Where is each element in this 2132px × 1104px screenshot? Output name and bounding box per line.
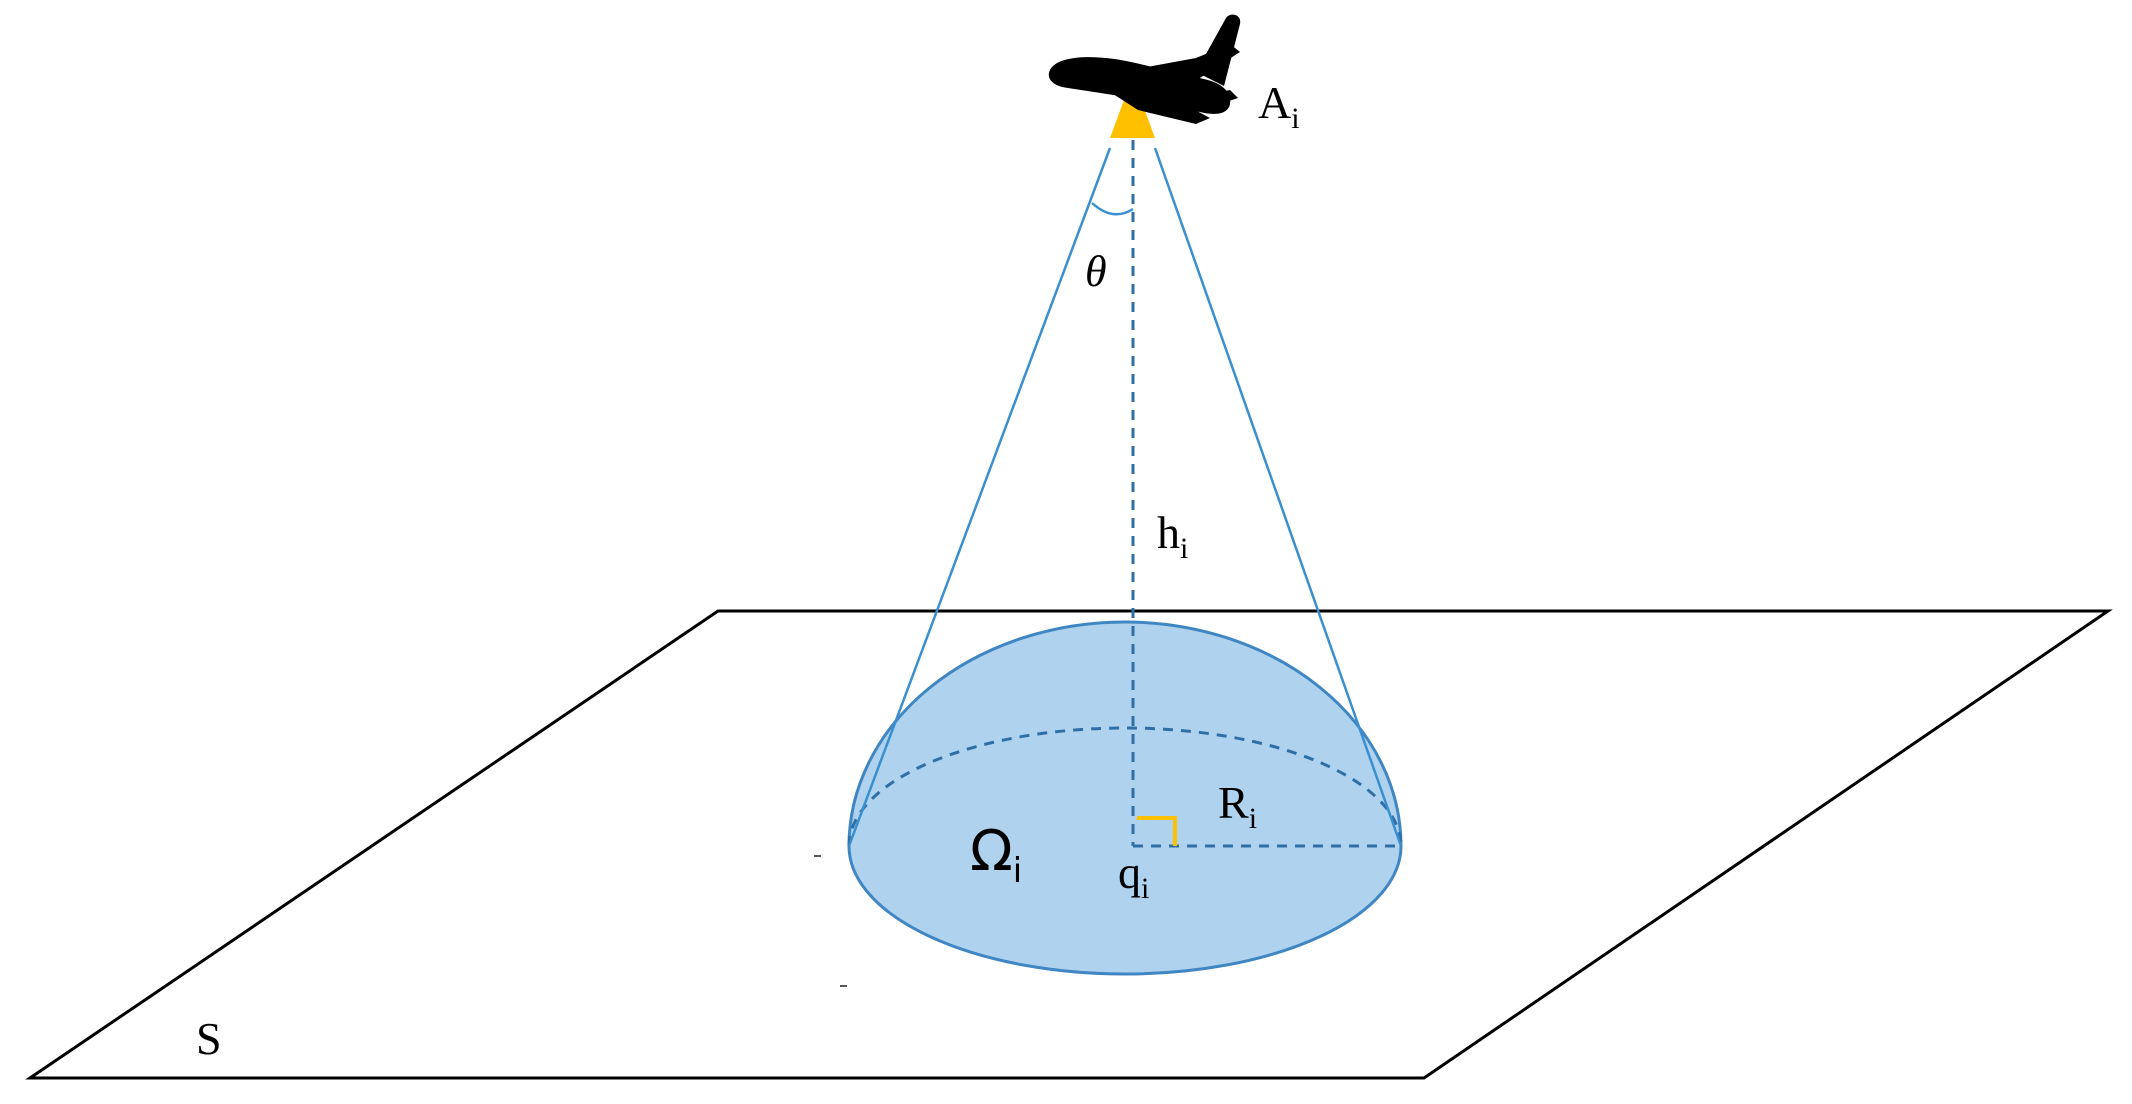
radius-label: Ri (1218, 777, 1257, 835)
dome-equator-back (847, 726, 1403, 847)
airplane-icon (1048, 14, 1241, 124)
cone-line-right (1153, 147, 1403, 847)
cone-line-left (847, 147, 1112, 847)
angle-arc (1091, 202, 1134, 216)
aircraft-label: Ai (1258, 77, 1300, 135)
region-label: Ωi (970, 819, 1022, 891)
coverage-dome (847, 620, 1403, 976)
right-angle-marker (1137, 816, 1177, 846)
stray-mark (840, 985, 847, 987)
ground-plane (25, 609, 2113, 1080)
plane-label: S (196, 1013, 222, 1064)
height-label: hi (1157, 507, 1188, 565)
stray-mark (814, 855, 821, 857)
center-label: qi (1118, 847, 1149, 905)
angle-label: θ (1085, 247, 1107, 296)
